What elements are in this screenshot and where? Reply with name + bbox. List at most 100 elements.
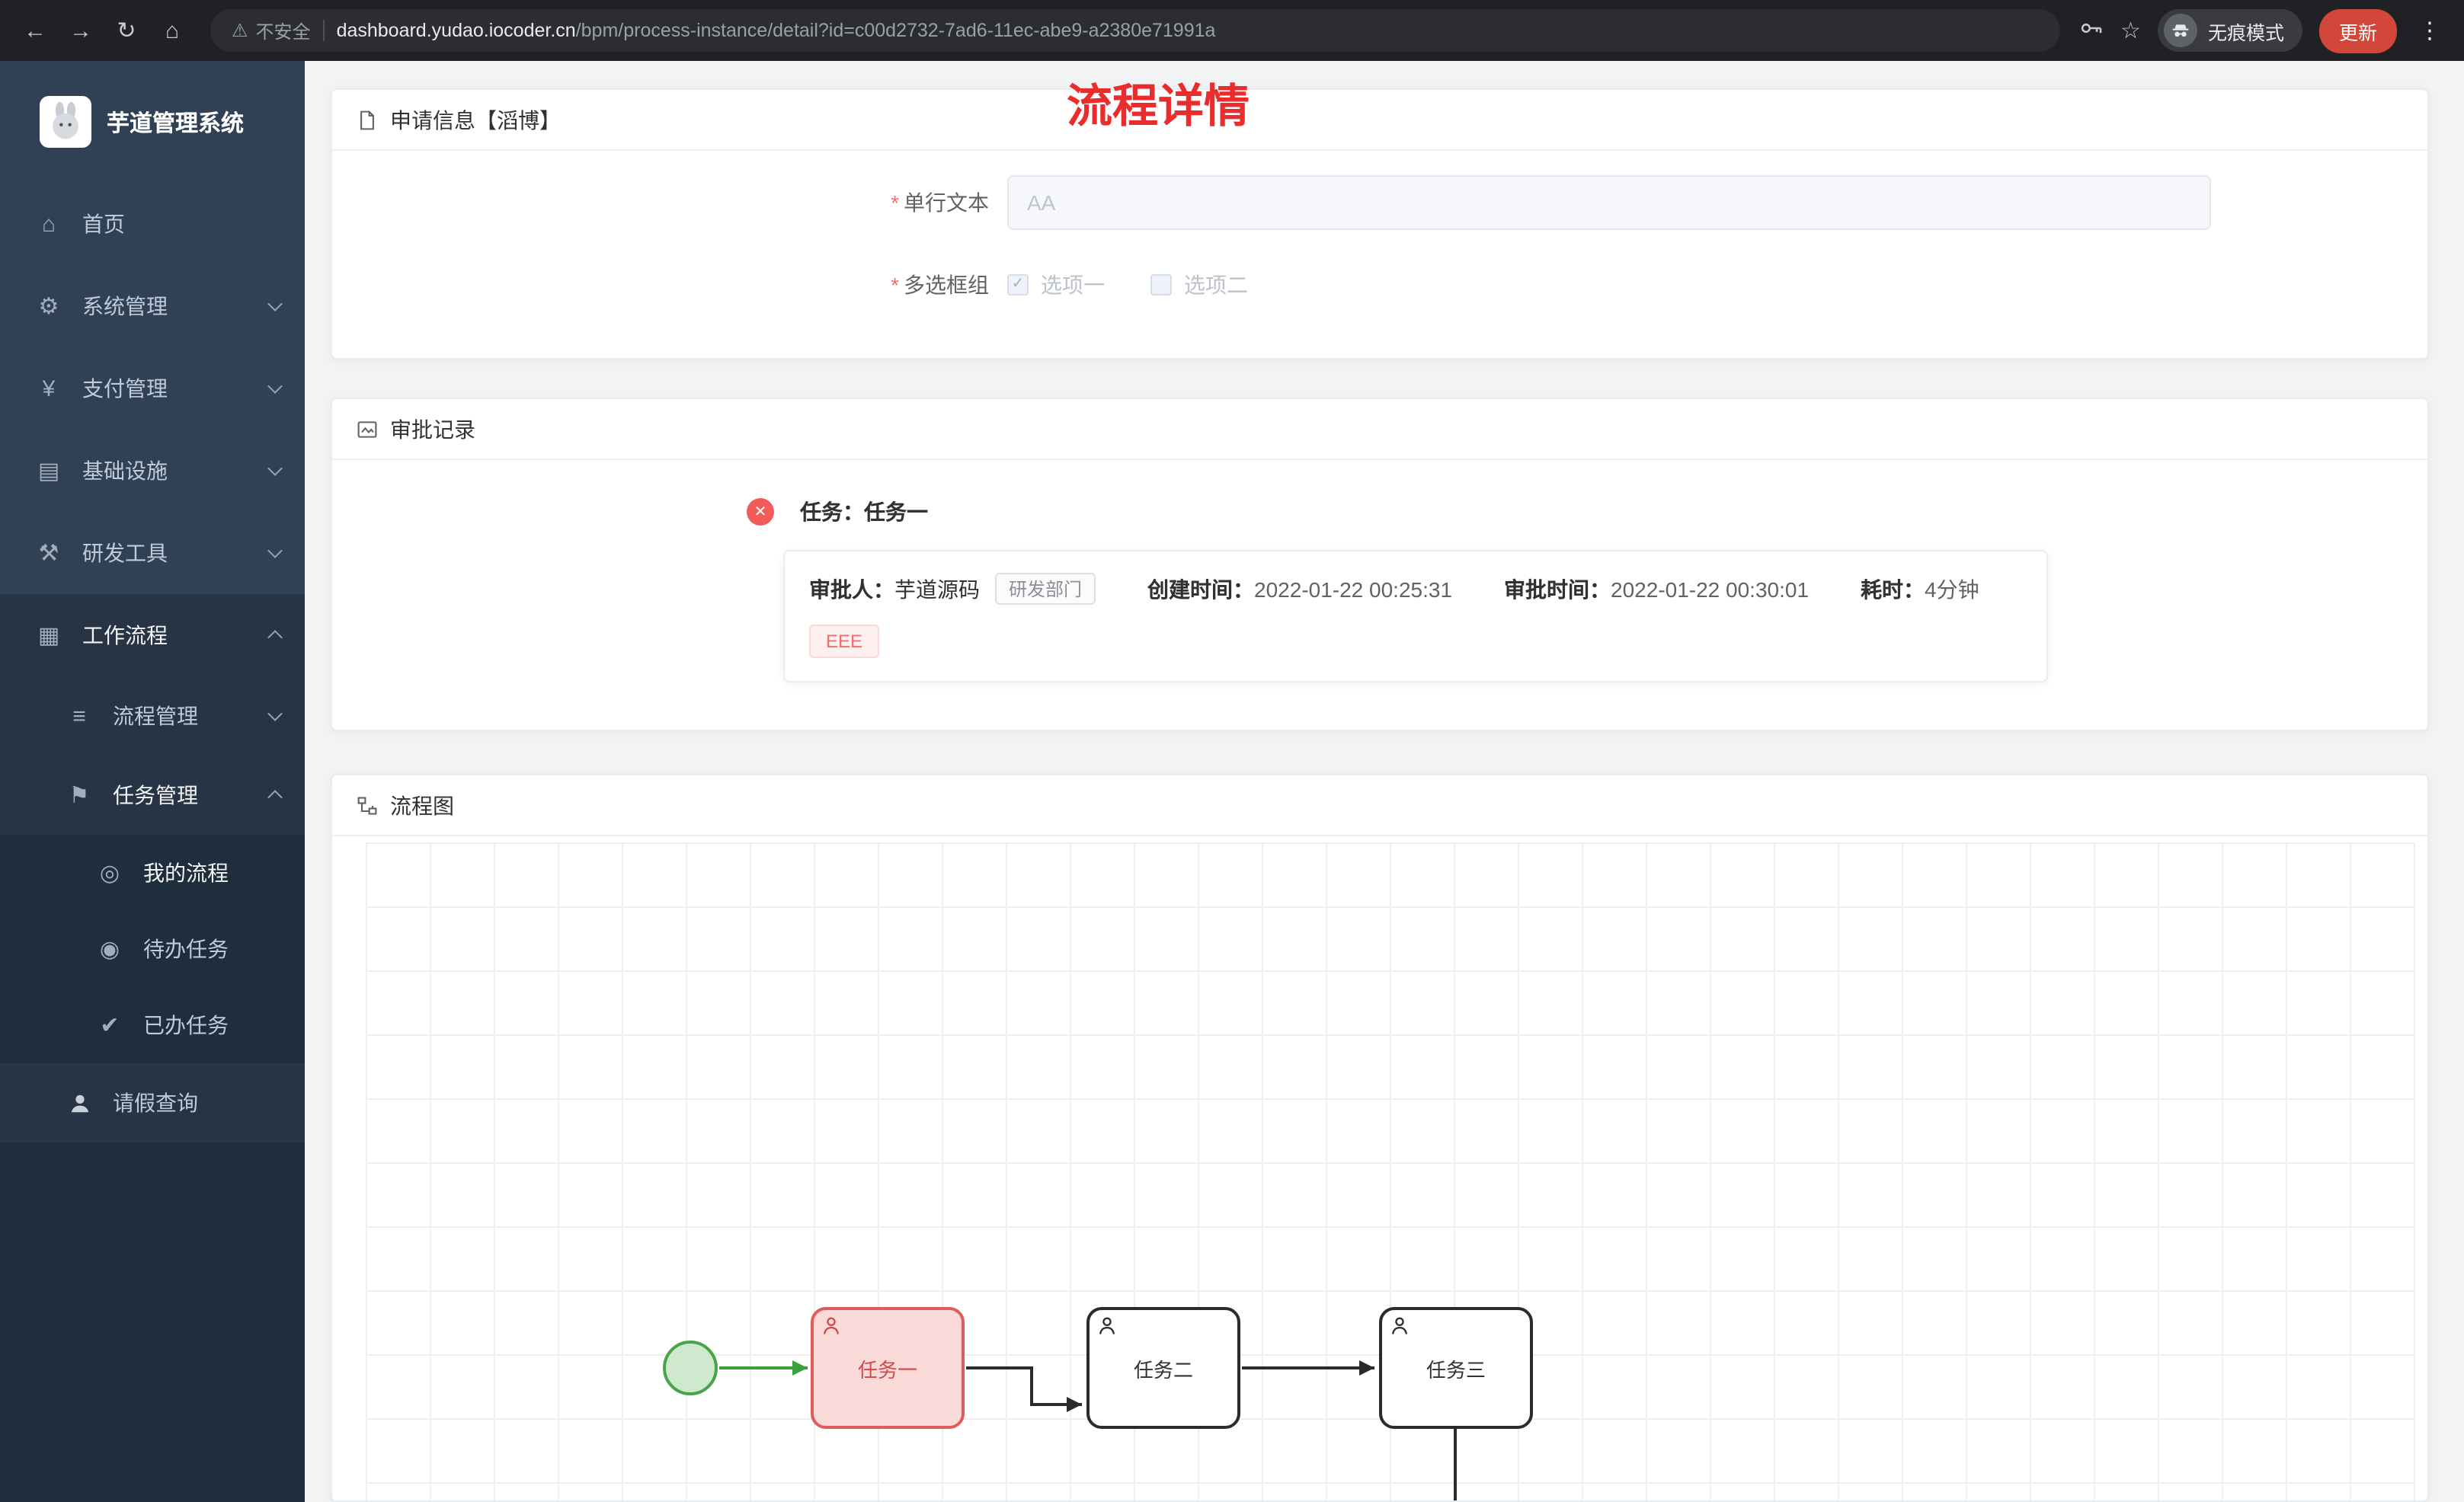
sidebar-workflow-section: ▦ 工作流程 ≡ 流程管理 ⚑ 任务管理 ◎ 我的流程 [0, 594, 305, 1142]
browser-menu-icon[interactable]: ⋮ [2418, 18, 2441, 44]
app-logo-header: 芋道管理系统 [0, 61, 305, 183]
sidebar-item-label: 工作流程 [82, 623, 168, 647]
approval-record-card: 审批记录 ✕ 任务：任务一 审批人： 芋道源码 研发部门 创建时间： [331, 398, 2429, 731]
required-mark: * [891, 190, 899, 215]
task-node-3[interactable]: 任务三 [1379, 1307, 1533, 1429]
apply-form: *单行文本 *多选框组 ✓ 选项一 选项二 [332, 151, 2427, 300]
refresh-icon[interactable]: ↻ [117, 18, 136, 44]
chevron-down-icon [267, 706, 283, 721]
forward-icon[interactable]: → [69, 18, 92, 43]
start-event-node[interactable] [663, 1341, 718, 1395]
bookmark-star-icon[interactable]: ☆ [2120, 18, 2141, 44]
task-node-2[interactable]: 任务二 [1086, 1307, 1240, 1429]
bpmn-canvas[interactable]: 任务一 任务二 任务三 [366, 842, 2415, 1500]
sidebar-item-my-process[interactable]: ◎ 我的流程 [0, 835, 305, 911]
approval-record-card-title: 审批记录 [390, 417, 475, 441]
address-bar[interactable]: ⚠ 不安全 dashboard.yudao.iocoder.cn/bpm/pro… [210, 9, 2060, 52]
sidebar-item-label: 我的流程 [143, 861, 229, 885]
approver-label: 审批人： [809, 577, 894, 601]
created-time-value: 2022-01-22 00:25:31 [1254, 577, 1453, 601]
my-process-icon: ◎ [99, 861, 120, 887]
eye-icon: ◉ [99, 937, 120, 963]
apply-info-card-title: 申请信息【滔博】 [390, 107, 561, 132]
yen-icon: ¥ [42, 376, 56, 401]
rejected-status-icon: ✕ [747, 498, 774, 526]
single-line-text-input[interactable] [1007, 175, 2211, 230]
sidebar-top-section: 芋道管理系统 ⌂ 首页 ⚙ 系统管理 ¥ 支付管理 ▤ [0, 61, 305, 594]
checkbox-option-1[interactable]: ✓ 选项一 [1007, 270, 1105, 300]
text-field-label: *单行文本 [332, 187, 1007, 218]
dashboard-icon: ⌂ [41, 211, 56, 237]
chevron-down-icon [267, 296, 283, 312]
approval-timeline: ✕ 任务：任务一 审批人： 芋道源码 研发部门 创建时间： 2022-01-22… [332, 460, 2427, 682]
apply-info-card: 申请信息【滔博】 *单行文本 *多选框组 ✓ 选项一 [331, 88, 2429, 360]
task-label: 任务三 [1426, 1358, 1486, 1381]
browser-toolbar: ← → ↻ ⌂ ⚠ 不安全 dashboard.yudao.iocoder.cn… [0, 0, 2464, 61]
app-logo-avatar [40, 96, 91, 148]
task-label: 任务二 [1133, 1358, 1193, 1381]
sidebar-item-label: 请假查询 [113, 1091, 198, 1115]
department-tag: 研发部门 [995, 573, 1096, 605]
sidebar-item-dev-tools[interactable]: ⚒ 研发工具 [0, 512, 305, 594]
task-flag-icon: ⚑ [69, 783, 90, 809]
comment-tag: EEE [809, 625, 880, 658]
chevron-down-icon [267, 543, 283, 558]
process-diagram-card-title: 流程图 [390, 793, 454, 817]
sidebar-item-payment[interactable]: ¥ 支付管理 [0, 347, 305, 430]
record-icon [357, 420, 377, 437]
checkbox-label: 选项二 [1184, 273, 1248, 297]
site-security-chip[interactable]: ⚠ 不安全 [232, 18, 311, 43]
sidebar-item-label: 系统管理 [82, 294, 168, 318]
sidebar-item-task-management[interactable]: ⚑ 任务管理 [0, 756, 305, 835]
home-icon[interactable]: ⌂ [165, 18, 180, 43]
main-content: 流程详情 申请信息【滔博】 *单行文本 *多选框组 [305, 61, 2464, 1502]
sidebar-item-process-management[interactable]: ≡ 流程管理 [0, 676, 305, 756]
toolbar-right: ☆ 无痕模式 更新 ⋮ [2078, 8, 2449, 53]
user-task-icon [1391, 1317, 1408, 1334]
app-title: 芋道管理系统 [107, 110, 245, 136]
checkbox-group: ✓ 选项一 选项二 [1007, 270, 1248, 300]
approved-time-value: 2022-01-22 00:30:01 [1611, 577, 1810, 601]
form-row-text: *单行文本 [332, 175, 2427, 230]
security-label: 不安全 [255, 21, 311, 42]
sidebar-item-home[interactable]: ⌂ 首页 [0, 183, 305, 265]
sidebar-item-todo-tasks[interactable]: ◉ 待办任务 [0, 911, 305, 987]
apply-info-card-header: 申请信息【滔博】 [332, 90, 2427, 151]
diagram-icon [357, 796, 377, 814]
sidebar-item-label: 首页 [82, 212, 125, 236]
sidebar-item-infrastructure[interactable]: ▤ 基础设施 [0, 430, 305, 512]
task-node-1[interactable]: 任务一 [811, 1307, 965, 1429]
process-diagram-card-header: 流程图 [332, 775, 2427, 836]
process-diagram-card: 流程图 [331, 774, 2429, 1502]
checkbox-checked-icon: ✓ [1007, 274, 1029, 296]
duration-label: 耗时： [1861, 577, 1925, 601]
url-path: /bpm/process-instance/detail?id=c00d2732… [575, 20, 1216, 41]
approval-detail-line: 审批人： 芋道源码 研发部门 创建时间： 2022-01-22 00:25:31… [809, 573, 2022, 605]
sidebar-item-label: 研发工具 [82, 541, 168, 565]
infrastructure-icon: ▤ [37, 459, 60, 484]
sidebar-item-label: 任务管理 [113, 783, 198, 807]
chevron-up-icon [267, 790, 283, 805]
sidebar-item-leave-query[interactable]: 请假查询 [0, 1063, 305, 1142]
check-icon: ✔ [100, 1013, 120, 1039]
approved-time-label: 审批时间： [1504, 577, 1611, 601]
approval-detail-card: 审批人： 芋道源码 研发部门 创建时间： 2022-01-22 00:25:31… [783, 550, 2048, 682]
address-divider [322, 20, 325, 41]
checkbox-option-2[interactable]: 选项二 [1150, 270, 1248, 300]
created-time-label: 创建时间： [1147, 577, 1255, 601]
sidebar-item-label: 已办任务 [143, 1013, 229, 1037]
url-text: dashboard.yudao.iocoder.cn/bpm/process-i… [337, 20, 1216, 41]
back-icon[interactable]: ← [24, 18, 46, 43]
key-icon[interactable] [2078, 14, 2104, 46]
tools-icon: ⚒ [38, 541, 59, 567]
sidebar-item-system[interactable]: ⚙ 系统管理 [0, 265, 305, 347]
page-title: 流程详情 [1067, 82, 1250, 133]
chevron-down-icon [267, 379, 283, 394]
sidebar-item-workflow[interactable]: ▦ 工作流程 [0, 594, 305, 676]
gear-icon: ⚙ [38, 294, 59, 320]
update-button[interactable]: 更新 [2318, 8, 2397, 53]
sidebar-item-done-tasks[interactable]: ✔ 已办任务 [0, 987, 305, 1063]
sidebar-item-label: 待办任务 [143, 937, 229, 961]
approval-record-card-header: 审批记录 [332, 399, 2427, 460]
